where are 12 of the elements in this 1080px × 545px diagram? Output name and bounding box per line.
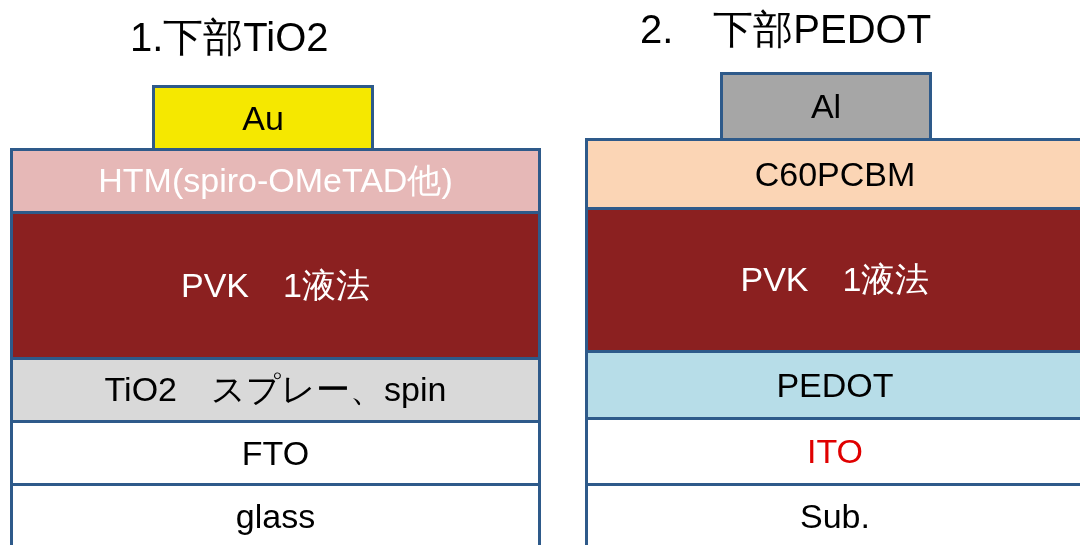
stack-heading: 1.下部TiO2 — [130, 14, 329, 61]
material-layer: TiO2 スプレー、spin — [10, 357, 541, 423]
material-layer: HTM(spiro-OMeTAD他) — [10, 148, 541, 214]
material-layer: PEDOT — [585, 350, 1080, 420]
material-layer: PVK 1液法 — [585, 207, 1080, 353]
material-layer: glass — [10, 483, 541, 545]
material-layer: C60PCBM — [585, 138, 1080, 210]
material-layer: FTO — [10, 420, 541, 486]
stack-heading: 2. 下部PEDOT — [640, 6, 932, 53]
material-layer: PVK 1液法 — [10, 211, 541, 360]
electrode-layer: Au — [152, 85, 374, 151]
electrode-layer: Al — [720, 72, 932, 141]
